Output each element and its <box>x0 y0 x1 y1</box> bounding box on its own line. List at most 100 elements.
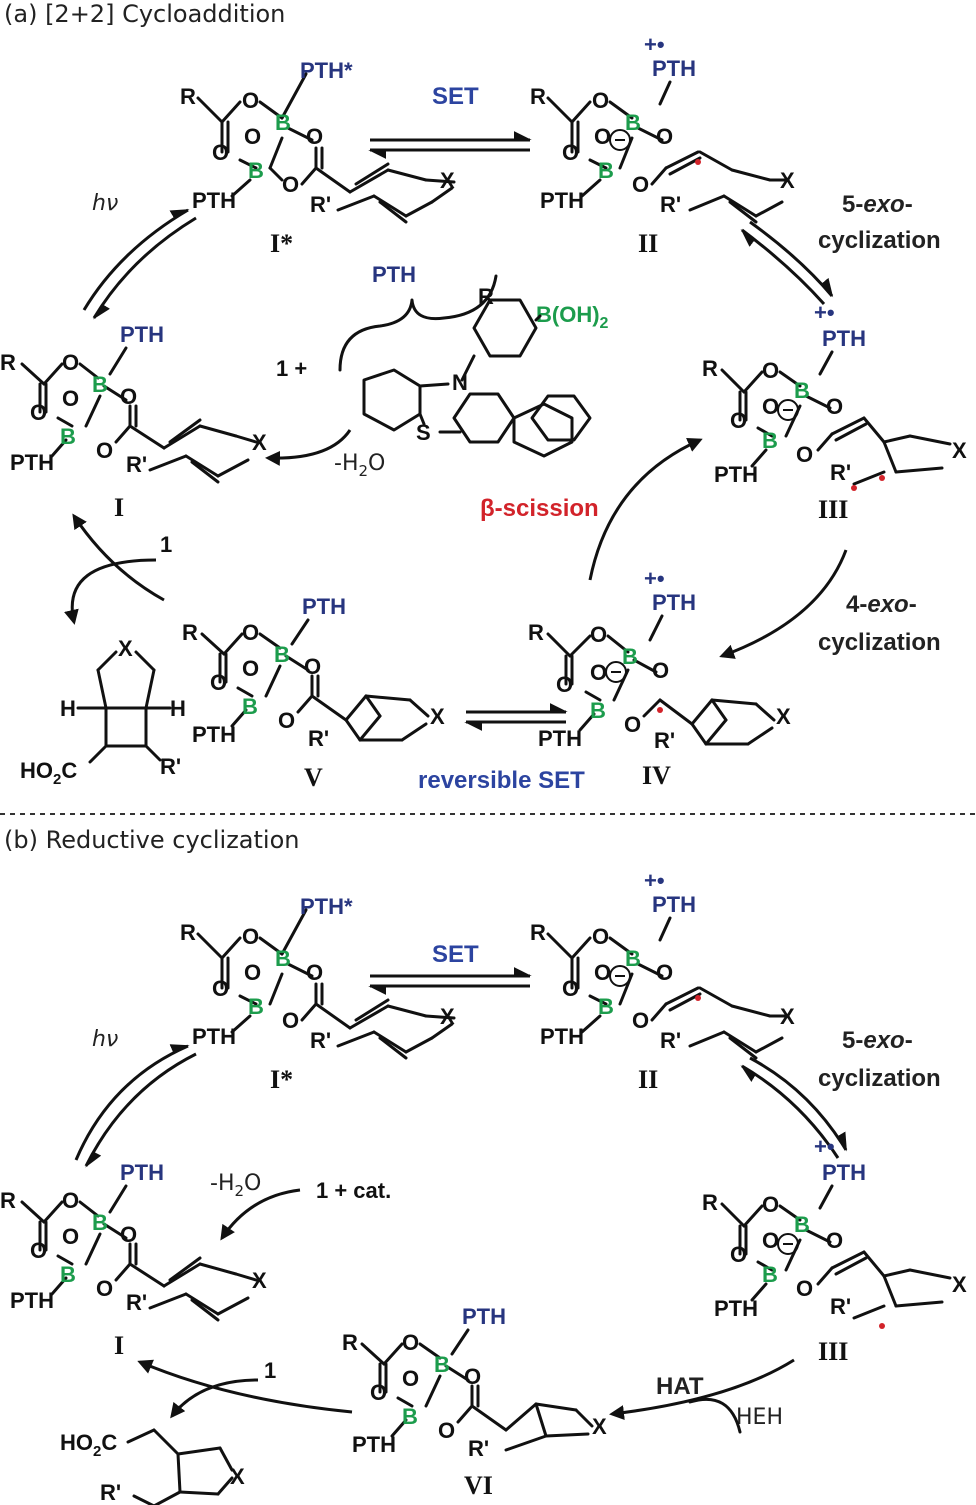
one-label: 1 <box>160 532 172 557</box>
o-label: O <box>370 1380 387 1405</box>
b-label: B <box>762 1262 778 1287</box>
cyclobutane-product: X H H HO2C R' <box>20 636 186 788</box>
r-label: R <box>702 1190 718 1215</box>
rp-label: R' <box>654 728 675 753</box>
minus-h2o-label: -H2O <box>210 1171 261 1200</box>
b-label: B <box>275 110 291 135</box>
radcat-label: +• <box>814 300 835 325</box>
o-label: O <box>120 384 137 409</box>
o-label: O <box>826 394 843 419</box>
heh-label: HEH <box>736 1405 783 1430</box>
pth-label: PTH <box>540 1024 584 1049</box>
four-exo-prefix: 4- <box>846 591 867 618</box>
o-label: O <box>762 394 779 419</box>
pth-star-label: PTH* <box>300 894 353 919</box>
b-label: B <box>762 428 778 453</box>
one-plus-cat-label: 1 + cat. <box>316 1178 391 1203</box>
b-label: B <box>625 110 641 135</box>
o-label: O <box>632 172 649 197</box>
set-equilibrium-a: SET <box>368 83 532 159</box>
o-label: O <box>212 976 229 1001</box>
pth-label: PTH <box>822 1160 866 1185</box>
r-label: R <box>180 920 196 945</box>
structure-VI: PTH R O B O O O B O PTH R' X VI <box>342 1304 607 1500</box>
hv-equilibrium-a: hν <box>82 191 197 320</box>
rp-label: R' <box>126 452 147 477</box>
panel-a-title: (a) [2+2] Cycloaddition <box>4 0 285 28</box>
structure-II-b: +• PTH R O B O O O B O PTH R' X I <box>530 868 795 1094</box>
five-exo-suffix: - <box>905 191 913 218</box>
o-label: O <box>62 386 79 411</box>
boh2-label: B(OH)2 <box>536 302 609 332</box>
label-V: V <box>304 763 323 792</box>
x-label: X <box>440 168 455 193</box>
x-label: X <box>776 704 791 729</box>
five-exo-italic: exo <box>863 1027 904 1054</box>
o-label: O <box>96 1276 113 1301</box>
structure-I-star: R O B O O O B O PTH* PTH R' X I* <box>180 58 456 258</box>
cyclization-label: cyclization <box>818 629 941 656</box>
catalyst-structure: 1 + PTH R B(OH)2 N S <box>276 262 609 458</box>
x-label: X <box>440 1004 455 1029</box>
o-label: O <box>62 350 79 375</box>
five-exo-italic: exo <box>863 191 904 218</box>
o-label: O <box>796 1276 813 1301</box>
o-label: O <box>592 88 609 113</box>
o-label: O <box>656 124 673 149</box>
structure-V: PTH R O B O O O B O PTH R' X V <box>182 594 445 792</box>
product-release-b: 1 <box>137 1358 353 1419</box>
o-label: O <box>730 408 747 433</box>
x-label: X <box>430 704 445 729</box>
pth-label: PTH <box>192 722 236 747</box>
o-label: O <box>594 960 611 985</box>
beta-scission-step: β-scission <box>480 438 703 581</box>
o-label: O <box>556 672 573 697</box>
pth-label: PTH <box>10 1288 54 1313</box>
o-label: O <box>120 1222 137 1247</box>
o-label: O <box>244 124 261 149</box>
structure-II: +• PTH R O B O O O B O PTH R' X I <box>530 32 795 258</box>
h-label: H <box>60 696 76 721</box>
o-label: O <box>30 1238 47 1263</box>
o-label: O <box>562 976 579 1001</box>
structure-I-b: PTH R O B O O O B O PTH R' X I <box>0 1160 267 1360</box>
o-label: O <box>464 1364 481 1389</box>
o-label: O <box>402 1330 419 1355</box>
label-II: II <box>638 1065 658 1094</box>
n-label: N <box>452 370 468 395</box>
cyclization-label: cyclization <box>818 227 941 254</box>
b-label: B <box>92 372 108 397</box>
label-II: II <box>638 229 658 258</box>
b-label: B <box>622 644 638 669</box>
b-label: B <box>590 698 606 723</box>
b-label: B <box>248 158 264 183</box>
four-exo-step: 4-exo- cyclization <box>719 549 941 659</box>
o-label: O <box>624 712 641 737</box>
pth-label: PTH <box>538 726 582 751</box>
pth-label: PTH <box>120 1160 164 1185</box>
b-label: B <box>275 946 291 971</box>
set-label: SET <box>432 83 479 110</box>
o-label: O <box>242 88 259 113</box>
o-label: O <box>592 924 609 949</box>
panel-b-title: (b) Reductive cyclization <box>4 826 299 854</box>
structure-I-star-b: R O B O O O B O PTH* PTH R' X I* <box>180 894 456 1094</box>
label-IV: IV <box>642 761 671 790</box>
water-loss-b: -H2O 1 + cat. <box>210 1171 391 1241</box>
hat-label: HAT <box>656 1373 704 1400</box>
radcat-label: +• <box>814 1134 835 1159</box>
o-label: O <box>590 622 607 647</box>
four-exo-italic: exo <box>867 591 908 618</box>
r-label: R <box>528 620 544 645</box>
pth-label: PTH <box>10 450 54 475</box>
pth-label: PTH <box>540 188 584 213</box>
o-label: O <box>652 658 669 683</box>
pth-brace-label: PTH <box>372 262 416 287</box>
s-label: S <box>416 420 431 445</box>
label-III: III <box>818 495 848 524</box>
o-label: O <box>212 140 229 165</box>
o-label: O <box>632 1008 649 1033</box>
o-label: O <box>96 438 113 463</box>
rp-label: R' <box>468 1436 489 1461</box>
radcat-label: +• <box>644 32 665 57</box>
